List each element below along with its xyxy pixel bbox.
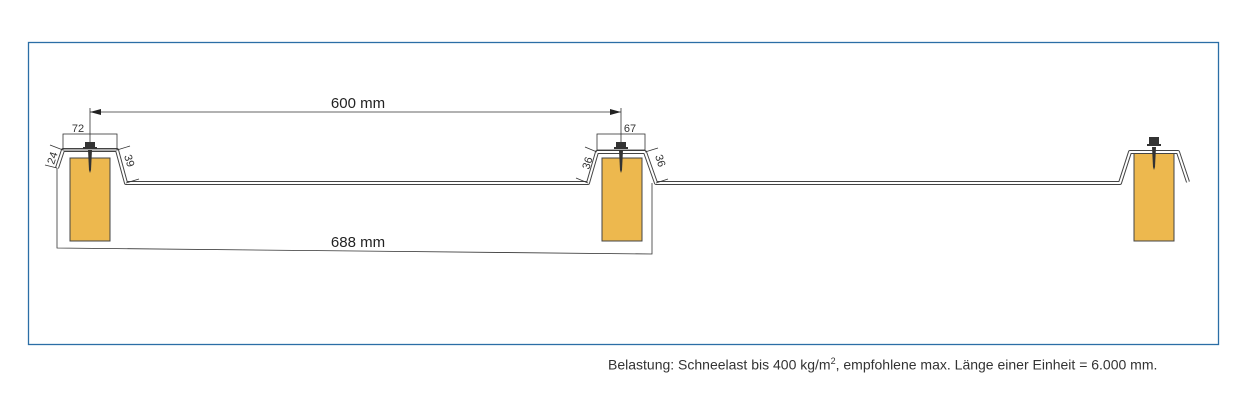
spacing-label: 600 mm — [331, 95, 385, 112]
caption-superscript: 2 — [830, 356, 836, 366]
dim-flank-left-inner: 39 — [121, 153, 136, 168]
dim-flank-left-outer: 24 — [45, 151, 60, 166]
caption-text-end: , empfohlene max. Länge einer Einheit = … — [835, 356, 1158, 373]
screw-icon — [83, 137, 1161, 173]
caption-text: Belastung: Schneelast bis 400 kg/m — [608, 356, 831, 373]
dim-flank-middle-right: 36 — [652, 153, 667, 168]
dim-top-left: 72 — [72, 123, 84, 135]
diagram-frame — [27, 41, 1220, 346]
dim-flank-middle-left: 36 — [580, 156, 595, 171]
width-label: 688 mm — [331, 234, 385, 251]
load-caption: Belastung: Schneelast bis 400 kg/m2, emp… — [608, 356, 1157, 373]
spacing-dimension-line — [89, 108, 622, 142]
width-dimension-line — [56, 168, 653, 255]
wood-batten-2 — [601, 157, 643, 242]
dim-top-middle: 67 — [624, 123, 636, 135]
